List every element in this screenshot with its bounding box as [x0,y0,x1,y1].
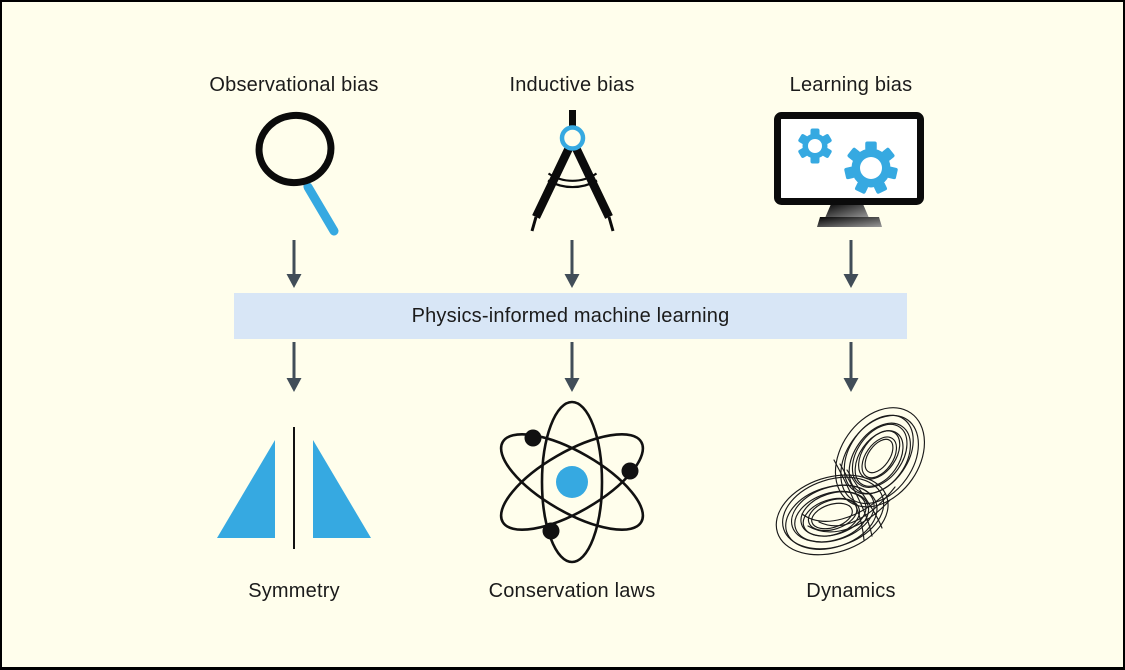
monitor-stand-base [817,217,882,227]
compass-left-tip [530,216,538,232]
label-learning-bias: Learning bias [789,74,913,96]
label-conservation-laws: Conservation laws [488,580,656,602]
arrow-down-icon [843,240,859,288]
atom-nucleus [556,466,588,498]
magnifier-ring [255,111,335,187]
banner-label: Physics-informed machine learning [411,304,730,327]
arrow-down-icon [286,342,302,392]
attractor-upper-lobe [834,407,926,508]
symmetry-right-triangle [313,440,371,538]
compass-pivot [559,125,586,151]
atom-orbit [499,433,645,531]
physics-informed-ml-banner: Physics-informed machine learning [234,293,907,339]
symmetry-left-triangle [217,440,275,538]
atom-electron [542,522,560,540]
atom-electron [621,462,639,480]
atom-orbit [499,433,645,531]
magnifying-glass-icon [255,111,339,236]
computer-gears-icon [774,112,924,227]
gear-icon-large [844,141,898,194]
monitor-stand-neck [825,204,869,218]
label-dynamics: Dynamics [806,580,896,602]
compass-stem [569,110,576,131]
atom-orbit [540,400,604,564]
label-inductive-bias: Inductive bias [509,74,635,96]
atom-icon [499,400,645,564]
arrow-down-icon [564,342,580,392]
compass-arc-2 [547,179,598,189]
label-observational-bias: Observational bias [209,74,379,96]
compass-arc [547,172,598,182]
arrow-down-icon [843,342,859,392]
lorenz-attractor-icon [775,407,926,556]
label-symmetry: Symmetry [248,580,340,602]
attractor-lower-lobe [775,474,889,556]
mirror-symmetry-icon [217,427,371,549]
gear-icon-small [798,128,832,164]
arrow-down-icon [564,240,580,288]
attractor-crossing-strands [801,459,896,541]
drafting-compass-icon [530,110,615,232]
monitor-screen [774,112,924,205]
compass-right-tip [607,216,615,232]
magnifier-handle [303,182,339,236]
arrow-down-icon [286,240,302,288]
atom-electron [524,429,542,447]
